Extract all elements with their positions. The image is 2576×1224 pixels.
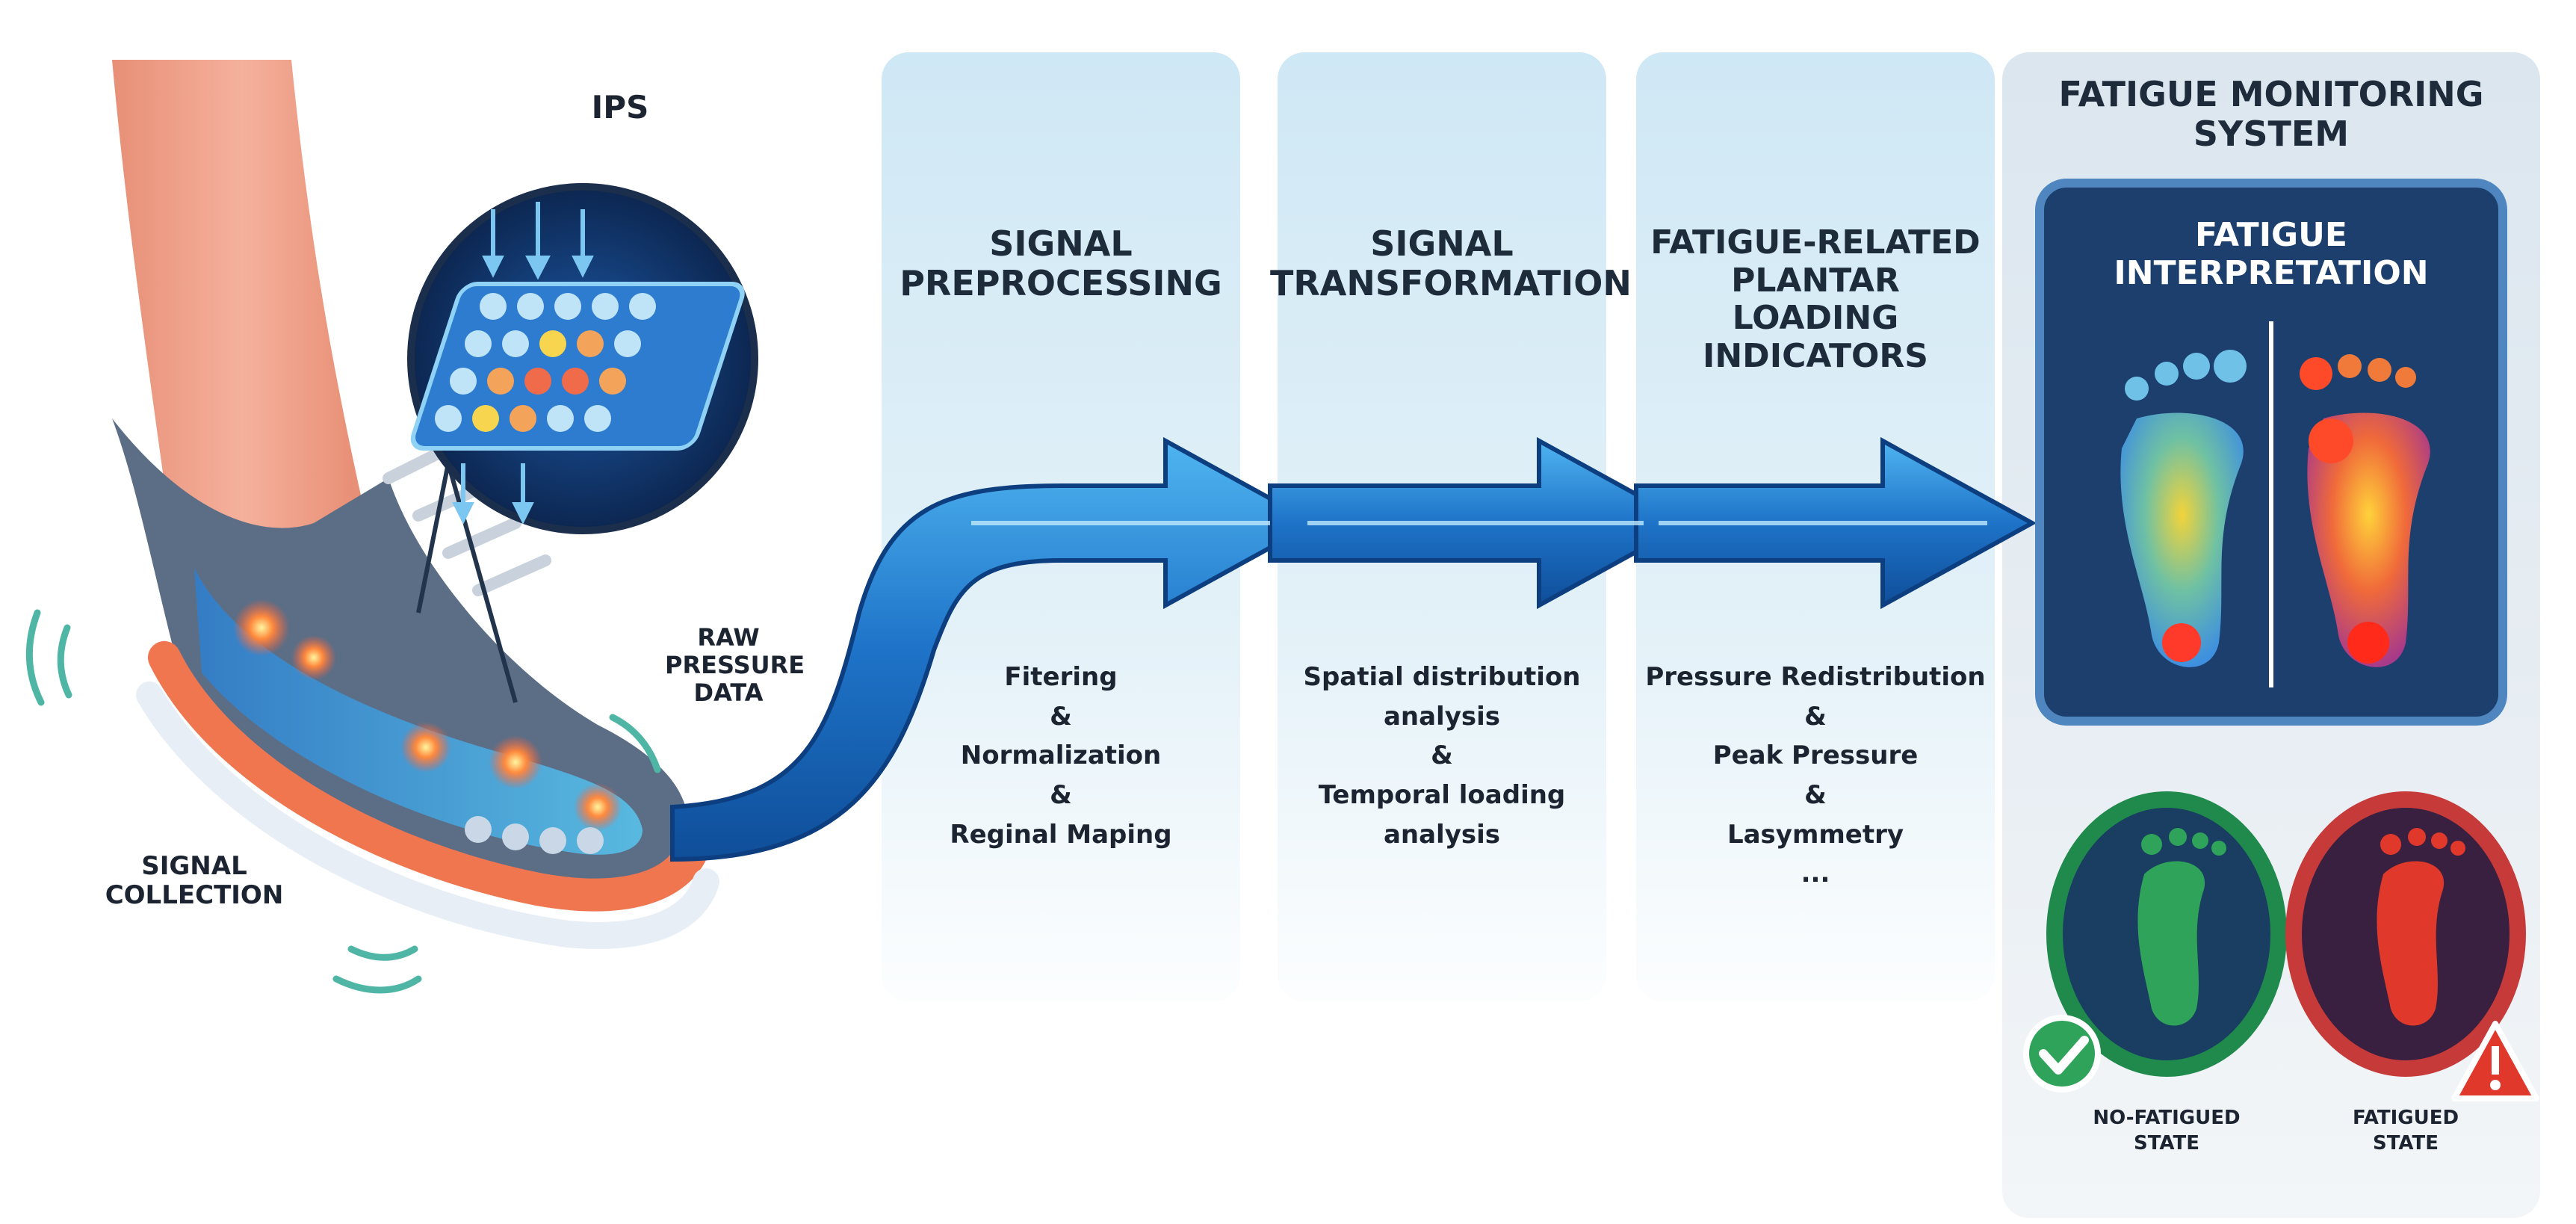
ips-label: IPS [568, 90, 672, 126]
stage-body-indicators: Pressure Redistribution & Peak Pressure … [1636, 658, 1995, 894]
signal-collection-label: SIGNAL COLLECTION [90, 852, 299, 910]
check-icon [2026, 1018, 2098, 1089]
stage-title-indicators: FATIGUE-RELATED PLANTAR LOADING INDICATO… [1636, 224, 1995, 375]
stage-title-preprocessing: SIGNAL PREPROCESSING [889, 224, 1233, 303]
stage-title-transformation: SIGNAL TRANSFORMATION [1270, 224, 1614, 303]
stage-body-transformation: Spatial distribution analysis & Temporal… [1270, 658, 1614, 854]
raw-pressure-data-label: RAW PRESSURE DATA [665, 624, 792, 706]
stage-body-preprocessing: Fitering & Normalization & Reginal Mapin… [889, 658, 1233, 854]
no-fatigued-state-label: NO-FATIGUED STATE [2062, 1106, 2271, 1157]
fatigued-badge [2294, 800, 2518, 1069]
interpretation-label: FATIGUE INTERPRETATION [2047, 217, 2495, 292]
monitoring-title: FATIGUE MONITORING SYSTEM [2010, 75, 2533, 154]
fatigued-state-label: FATIGUED STATE [2309, 1106, 2503, 1157]
